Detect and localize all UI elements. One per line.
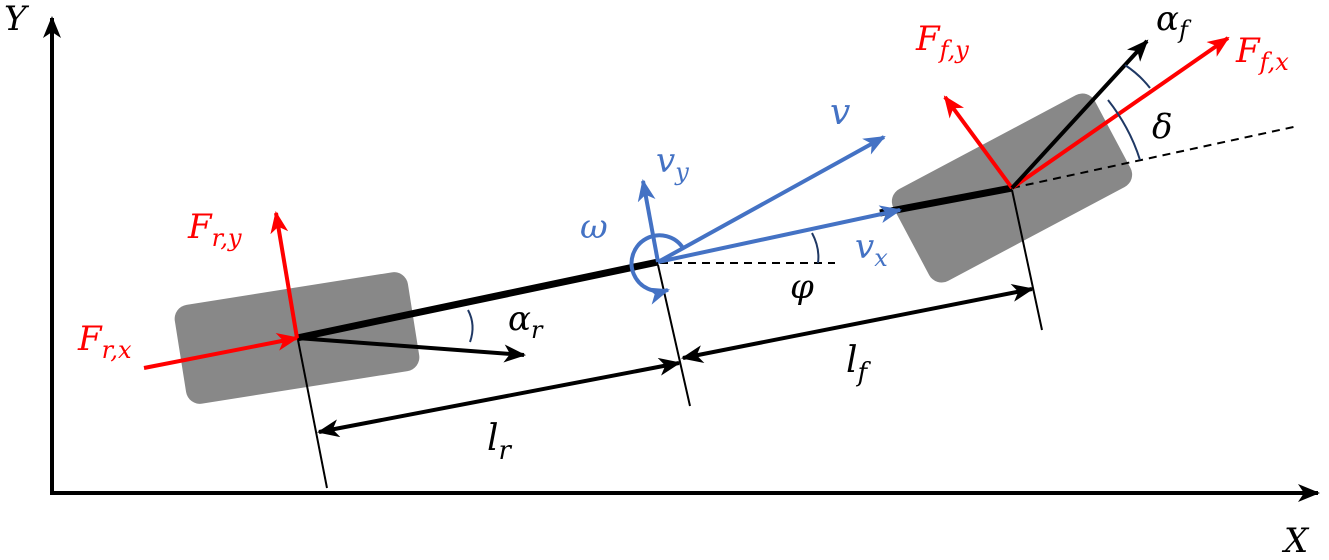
alpha-f-arc — [1124, 64, 1151, 89]
label-alpha-r: αr — [508, 299, 544, 344]
delta-arc — [1107, 99, 1141, 161]
axes: Y X — [4, 0, 1320, 560]
f-ry-arrow — [270, 211, 299, 339]
chassis-line — [296, 184, 1013, 342]
dimension-arrows — [317, 284, 1034, 438]
x-axis-label: X — [1281, 521, 1310, 560]
label-f-fx: Ff,x — [1235, 31, 1289, 76]
label-f-ry: Fr,y — [187, 207, 242, 252]
alpha-f-direction-arrow — [1010, 39, 1149, 190]
v-arrow — [657, 135, 886, 264]
label-omega: ω — [580, 207, 608, 247]
lr-dimension-arrow — [317, 357, 681, 438]
label-delta: δ — [1152, 107, 1172, 147]
f-rx-arrow — [143, 333, 299, 370]
label-v-x: vx — [855, 227, 888, 272]
front-axis-extension-dashed — [1011, 125, 1299, 189]
label-v-y: vy — [656, 141, 689, 186]
omega-rotation-arrow — [629, 233, 685, 305]
vx-arrow — [657, 205, 902, 264]
label-v: v — [830, 92, 850, 133]
label-l-r: lr — [487, 418, 513, 466]
rear-velocity-direction-arrow — [296, 336, 526, 363]
labels: Fr,x Fr,y Ff,x Ff,y αr αf v vx vy ω φ δ … — [77, 0, 1289, 466]
reference-lines — [660, 125, 1299, 264]
label-f-fy: Ff,y — [915, 19, 969, 64]
f-fx-arrow — [1010, 36, 1230, 190]
label-phi: φ — [790, 267, 814, 307]
lf-dimension-arrow — [681, 284, 1034, 363]
f-fy-arrow — [943, 95, 1014, 190]
alpha-r-arc — [467, 309, 474, 343]
label-l-f: lf — [846, 340, 872, 388]
vy-arrow — [637, 179, 660, 263]
label-alpha-f: αf — [1156, 0, 1192, 44]
phi-arc — [811, 232, 820, 264]
y-axis-label: Y — [4, 0, 30, 39]
label-f-rx: Fr,x — [77, 319, 132, 364]
